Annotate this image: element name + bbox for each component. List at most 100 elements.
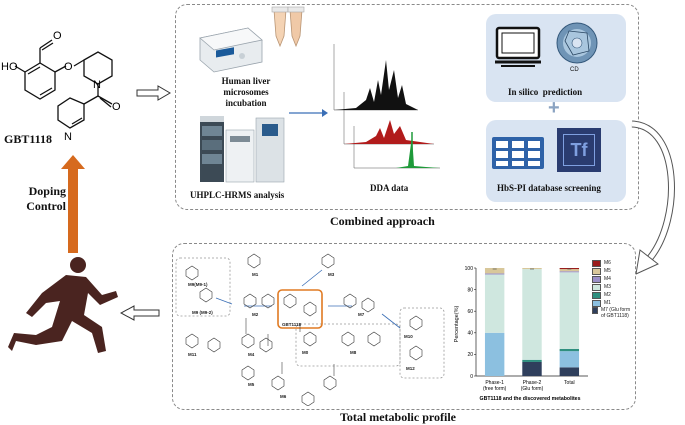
bar-segment [484,332,505,376]
bar-segment [559,349,580,352]
legend-item: M4 [592,275,634,283]
x-tick-label-line: Phase-2 [523,380,542,386]
legend-swatch [592,283,601,291]
y-tick-label: 20 [467,352,473,358]
bar-segment [522,361,542,376]
bar-segment [559,269,580,272]
svg-text:O: O [112,101,121,113]
legend-item: M1 [592,299,634,307]
chart-ylabel: Percentage(%) [454,305,460,342]
svg-text:M1: M1 [252,272,259,277]
bar-segment [484,274,505,333]
metabolic-profile-panel [172,243,636,410]
tf-icon-label: Tf [563,134,595,166]
legend-label: M2 [604,292,611,298]
y-tick-label: 40 [467,331,473,337]
chart-bars [484,268,580,376]
svg-text:M9 (M9-2): M9 (M9-2) [192,310,213,315]
curved-arrow-icon [631,120,675,275]
hlm-label: Human liver microsomes incubation [221,76,271,108]
svg-text:O: O [53,30,62,42]
svg-text:M4: M4 [248,352,255,357]
test-tubes-icon [271,6,305,48]
arrow-to-panel-icon [136,85,171,101]
cd-icon [556,22,598,64]
legend-item: M7 (Glu form of GBT1118) [592,307,634,319]
insilico-label: In silico prediction [508,87,583,97]
tf-icon: Tf [557,128,601,172]
legend-swatch [592,275,601,283]
uhplc-label: UHPLC-HRMS analysis [190,190,285,200]
cd-label: CD [570,67,579,73]
dda-chromatogram [333,44,440,169]
plus-sign: + [548,97,560,119]
svg-text:M10: M10 [404,334,413,339]
legend-label: M3 [604,284,611,290]
chart-xlabel: GBT1118 and the discovered metabolites [480,396,581,402]
x-tick-label: Phase-1(free form) [483,380,507,392]
svg-text:M8: M8 [350,350,357,355]
svg-text:M12: M12 [406,366,415,371]
x-tick-label: Phase-2(Glu form) [521,380,544,392]
x-tick-label-line: (Glu form) [521,386,544,392]
svg-text:HO: HO [1,61,18,73]
bar-segment [522,269,542,360]
y-tick-label: 0 [470,374,473,380]
gbt1118-structure: HO O O O . N N [1,30,121,140]
hbs-label: HbS-PI database screening [497,183,601,193]
bar-segment [559,367,580,376]
database-table-icon [492,137,544,169]
bar-segment [484,268,505,274]
legend-swatch [592,299,601,307]
bar-segment [559,268,580,270]
svg-text:M0: M0 [302,350,309,355]
svg-text:M2: M2 [252,312,259,317]
legend-swatch [592,291,601,299]
svg-text:M5: M5 [248,382,255,387]
svg-text:N: N [64,131,72,140]
svg-text:.: . [94,80,97,92]
legend-label: M7 (Glu form of GBT1118) [600,307,631,319]
y-tick-label: 60 [467,309,473,315]
control-label: Control [26,199,66,213]
svg-text:M7: M7 [358,312,365,317]
doping-label: Doping [28,184,66,198]
svg-text:N: N [93,79,101,91]
x-tick-label: Total [564,380,575,386]
bar-segment [522,268,542,270]
arrow-to-dda-icon [289,109,328,117]
x-tick-label-line: Total [564,380,575,386]
doping-control-label: Doping Control [18,184,66,214]
uhplc-instrument-icon [200,116,285,183]
svg-text:M3: M3 [328,272,335,277]
legend-label: M5 [604,268,611,274]
combined-approach-title: Combined approach [330,214,435,228]
y-tick-label: 80 [467,287,473,293]
svg-text:O: O [64,61,73,73]
legend-item: M3 [592,283,634,291]
legend-label: M1 [604,300,611,306]
bar-segment [559,272,580,349]
legend-label: M4 [604,276,611,282]
thermomixer-icon [199,27,263,73]
compound-name: GBT1118 [4,132,53,146]
svg-text:GBT1118: GBT1118 [282,322,302,327]
svg-text:M11: M11 [188,352,197,357]
legend-item: M5 [592,267,634,275]
legend-label: M6 [604,260,611,266]
bar-segment [559,271,580,273]
legend-item: M2 [592,291,634,299]
runner-icon [8,257,118,353]
metabolic-profile-title: Total metabolic profile [340,410,456,424]
x-tick-label-line: Phase-1 [485,380,504,386]
x-tick-label-line: (free form) [483,386,507,392]
svg-text:M6: M6 [280,394,287,399]
up-arrow-icon [61,155,85,253]
svg-text:M9(M9-1): M9(M9-1) [188,282,208,287]
bar-segment [522,359,542,362]
bar-segment [559,351,580,368]
y-tick-label: 100 [465,266,474,272]
